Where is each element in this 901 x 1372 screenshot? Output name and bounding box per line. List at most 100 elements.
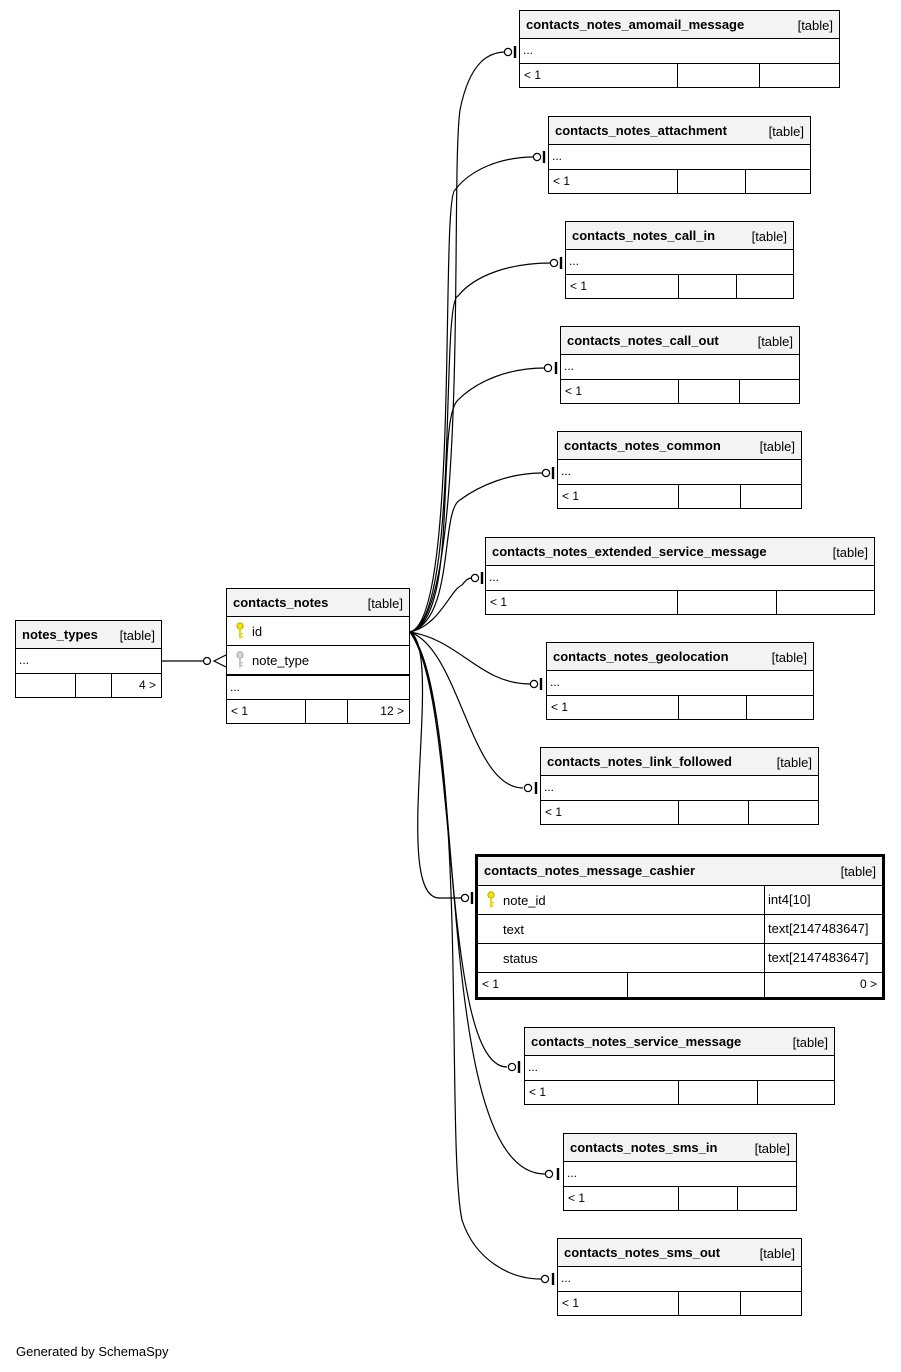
rows-cell xyxy=(677,64,759,87)
rows-cell xyxy=(678,1187,737,1210)
table-footer: < 1 12 > xyxy=(227,700,409,723)
table-contacts-notes-amomail-message[interactable]: contacts_notes_amomail_message [table] .… xyxy=(519,10,840,88)
collapsed-columns-row: ... xyxy=(525,1056,834,1081)
table-type: [table] xyxy=(776,755,812,770)
children-cell xyxy=(776,591,874,614)
collapsed-columns: ... xyxy=(528,1060,539,1074)
table-type: [table] xyxy=(832,545,868,560)
children-cell xyxy=(759,64,839,87)
parents-cell: < 1 xyxy=(227,700,305,723)
children-cell xyxy=(746,696,813,719)
table-contacts-notes-sms-in[interactable]: contacts_notes_sms_in [table] ... < 1 xyxy=(563,1133,797,1211)
edge-extended-zero-marker xyxy=(470,573,480,583)
column-name: id xyxy=(252,624,263,639)
children-cell xyxy=(757,1081,834,1104)
edge-sms-out-zero-marker xyxy=(540,1274,550,1284)
edge-call-in xyxy=(409,262,552,633)
table-footer: < 1 xyxy=(564,1187,796,1210)
column-row-text[interactable]: text text[2147483647] xyxy=(478,915,882,944)
edge-attachment-zero-marker xyxy=(532,152,542,162)
generator-credit: Generated by SchemaSpy xyxy=(16,1344,169,1359)
parents-cell: < 1 xyxy=(486,591,677,614)
table-footer: < 1 xyxy=(486,591,874,614)
edge-sms-in-zero-marker xyxy=(544,1169,554,1179)
table-type: [table] xyxy=(792,1035,828,1050)
collapsed-columns: ... xyxy=(19,653,30,667)
edge-common xyxy=(409,472,543,633)
table-type: [table] xyxy=(754,1141,790,1156)
children-count: 4 > xyxy=(138,678,156,692)
collapsed-columns: ... xyxy=(569,254,580,268)
edge-service-message-zero-marker xyxy=(507,1062,517,1072)
parents-cell: < 1 xyxy=(520,64,677,87)
collapsed-columns-row: ... xyxy=(564,1162,796,1187)
table-header: contacts_notes_link_followed [table] xyxy=(541,748,818,776)
table-contacts-notes-service-message[interactable]: contacts_notes_service_message [table] .… xyxy=(524,1027,835,1105)
children-cell xyxy=(745,170,810,193)
rows-cell xyxy=(678,380,739,403)
collapsed-columns: ... xyxy=(523,43,534,57)
table-header: contacts_notes_extended_service_message … xyxy=(486,538,874,566)
children-count: 0 > xyxy=(859,977,877,991)
table-name: contacts_notes_link_followed xyxy=(547,754,732,769)
table-notes-types[interactable]: notes_types [table] ... 4 > xyxy=(15,620,162,698)
table-contacts-notes-call-out[interactable]: contacts_notes_call_out [table] ... < 1 xyxy=(560,326,800,404)
rows-cell xyxy=(678,696,746,719)
rows-cell xyxy=(678,1292,740,1315)
table-contacts-notes-common[interactable]: contacts_notes_common [table] ... < 1 xyxy=(557,431,802,509)
column-row-note-type[interactable]: note_type xyxy=(227,646,409,675)
parents-count: < 1 xyxy=(553,174,571,188)
table-contacts-notes-extended-service-message[interactable]: contacts_notes_extended_service_message … xyxy=(485,537,875,615)
parents-count: < 1 xyxy=(565,384,583,398)
column-type: text[2147483647] xyxy=(764,944,882,972)
table-contacts-notes[interactable]: contacts_notes [table] id note_type ... … xyxy=(226,588,410,724)
table-contacts-notes-message-cashier[interactable]: contacts_notes_message_cashier [table] n… xyxy=(475,854,885,1000)
collapsed-columns-row: ... xyxy=(558,1267,801,1292)
children-cell: 4 > xyxy=(111,674,161,697)
table-name: contacts_notes_geolocation xyxy=(553,649,729,664)
table-type: [table] xyxy=(757,334,793,349)
table-footer: 4 > xyxy=(16,674,161,697)
table-contacts-notes-sms-out[interactable]: contacts_notes_sms_out [table] ... < 1 xyxy=(557,1238,802,1316)
edge-attachment xyxy=(409,156,535,633)
column-row-status[interactable]: status text[2147483647] xyxy=(478,944,882,973)
table-contacts-notes-geolocation[interactable]: contacts_notes_geolocation [table] ... <… xyxy=(546,642,814,720)
edge-call-in-zero-marker xyxy=(549,258,559,268)
table-footer: < 1 xyxy=(558,485,801,508)
parents-cell: < 1 xyxy=(549,170,677,193)
table-header: contacts_notes_call_in [table] xyxy=(566,222,793,250)
table-contacts-notes-attachment[interactable]: contacts_notes_attachment [table] ... < … xyxy=(548,116,811,194)
table-footer: < 1 xyxy=(547,696,813,719)
edge-geolocation xyxy=(409,631,531,685)
column-type: text[2147483647] xyxy=(764,915,882,943)
edge-geolocation-zero-marker xyxy=(529,679,539,689)
table-name: contacts_notes_amomail_message xyxy=(526,17,745,32)
table-name: contacts_notes_extended_service_message xyxy=(492,544,767,559)
table-name: contacts_notes_service_message xyxy=(531,1034,742,1049)
table-name: notes_types xyxy=(22,627,98,642)
table-footer: < 1 xyxy=(566,275,793,298)
edge-message-cashier-zero-marker xyxy=(460,893,470,903)
table-header: contacts_notes_message_cashier [table] xyxy=(478,857,882,886)
children-cell xyxy=(740,1292,801,1315)
children-cell xyxy=(736,275,793,298)
parents-cell: < 1 xyxy=(547,696,678,719)
table-contacts-notes-link-followed[interactable]: contacts_notes_link_followed [table] ...… xyxy=(540,747,819,825)
parents-cell: < 1 xyxy=(564,1187,678,1210)
parents-count: < 1 xyxy=(490,595,508,609)
collapsed-columns: ... xyxy=(230,680,241,694)
parents-count: < 1 xyxy=(551,700,569,714)
primary-key-icon xyxy=(236,622,244,639)
column-row-id[interactable]: id xyxy=(227,617,409,646)
rows-cell xyxy=(75,674,111,697)
column-row-note-id[interactable]: note_id int4[10] xyxy=(478,886,882,915)
collapsed-columns-row: ... xyxy=(520,39,839,64)
children-cell xyxy=(737,1187,796,1210)
table-contacts-notes-call-in[interactable]: contacts_notes_call_in [table] ... < 1 xyxy=(565,221,794,299)
table-type: [table] xyxy=(840,864,876,879)
table-header: contacts_notes_common [table] xyxy=(558,432,801,460)
table-header: contacts_notes_service_message [table] xyxy=(525,1028,834,1056)
collapsed-columns: ... xyxy=(564,359,575,373)
collapsed-columns: ... xyxy=(550,675,561,689)
